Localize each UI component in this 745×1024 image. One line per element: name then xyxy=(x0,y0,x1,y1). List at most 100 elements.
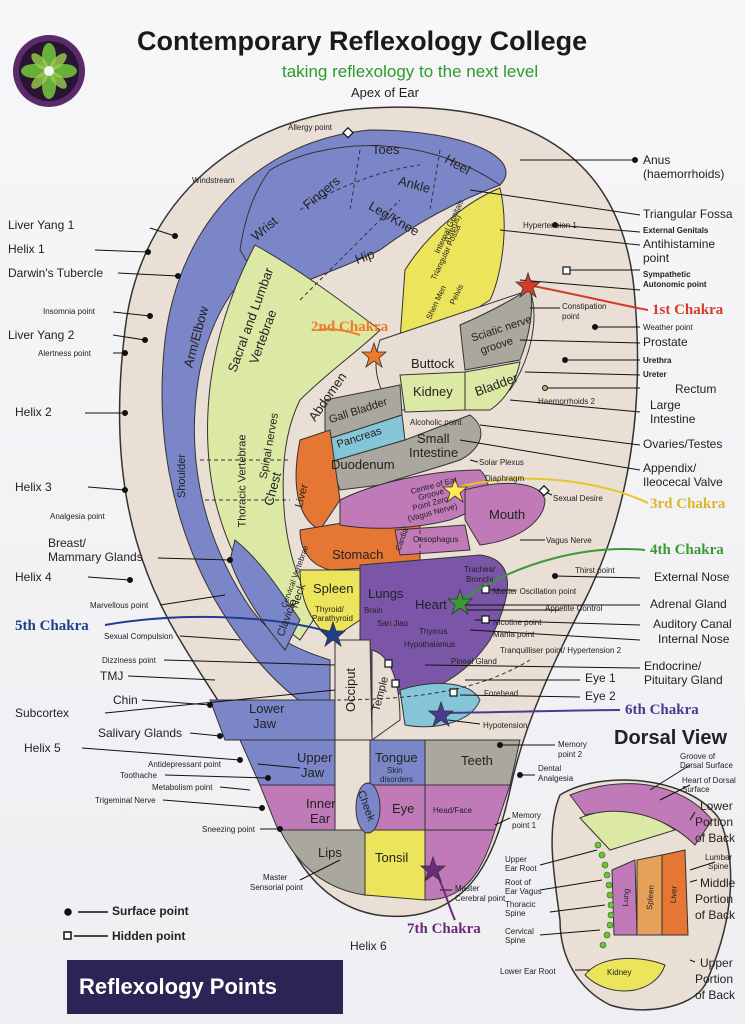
dorsal-label-lower: Lower xyxy=(700,799,733,813)
banner-title: Reflexology Points xyxy=(79,974,278,999)
label-ovaries-testes: Ovaries/Testes xyxy=(643,437,723,451)
label-dental-analgesia: Analgesia xyxy=(538,774,574,783)
label-external-nose: External Nose xyxy=(654,570,730,584)
label-memory-point-2: Memory xyxy=(558,740,587,749)
chakra-5-label: 5th Chakra xyxy=(15,618,89,634)
label-adrenal-gland: Adrenal Gland xyxy=(650,597,727,611)
label-trigeminal-nerve: Trigeminal Nerve xyxy=(95,796,156,805)
zone-label-parathyroid: Parathyroid xyxy=(312,614,353,623)
label-prostate: Prostate xyxy=(643,335,688,349)
page-subtitle: taking reflexology to the next level xyxy=(282,62,539,81)
college-logo xyxy=(13,35,85,107)
dorsal-label-lower-ear-root: Lower Ear Root xyxy=(500,967,556,976)
chakra-2-star xyxy=(360,341,388,369)
zone-label-lungs: Lungs xyxy=(368,586,404,601)
label-allergy-point: Allergy point xyxy=(288,123,333,132)
chakra-2-label: 2nd Chakra xyxy=(311,319,389,335)
label-constipation-point: point xyxy=(562,312,580,321)
label-dental: Dental xyxy=(538,764,562,773)
dorsal-label-middle-2: Portion xyxy=(695,892,734,906)
label-mania-point: Mania point xyxy=(493,630,535,639)
label-ureter: Ureter xyxy=(643,370,667,379)
zone-label-shoulder: Shoulder xyxy=(176,453,189,499)
dorsal-label-upper-ear-root: Upper xyxy=(505,855,527,864)
dorsal-label-middle-3: of Back xyxy=(695,908,736,922)
dorsal-label-thoracic-2: Spine xyxy=(505,909,526,918)
label-helix-1: Helix 1 xyxy=(8,242,45,256)
legend-hidden-point: Hidden point xyxy=(112,929,186,943)
label-solar-plexus: Solar Plexus xyxy=(479,458,524,467)
zone-label-upper-jaw: Jaw xyxy=(301,765,325,780)
dorsal-label-liver: Liver xyxy=(668,885,679,904)
label-eye-2: Eye 2 xyxy=(585,689,616,703)
label-hypotension: Hypotension xyxy=(483,721,528,730)
label-breast: Breast/ xyxy=(48,536,87,550)
label-mammary-glands: Mammary Glands xyxy=(48,550,143,564)
zone-label-lips: Lips xyxy=(318,845,342,860)
dorsal-view-title: Dorsal View xyxy=(614,727,728,749)
label-liver-yang-1: Liver Yang 1 xyxy=(8,218,75,232)
zone-liver xyxy=(295,429,341,531)
page-title: Contemporary Reflexology College xyxy=(137,26,588,56)
label-autonomic-point: Autonomic point xyxy=(643,280,707,289)
label-liver-yang-2: Liver Yang 2 xyxy=(8,328,75,342)
dorsal-label-upper-3: of Back xyxy=(695,988,736,1002)
zone-label-san-jiao: San Jiao xyxy=(377,619,409,628)
label-memory-point-1: Memory xyxy=(512,811,541,820)
label-memory-point-1b: point 1 xyxy=(512,821,537,830)
label-hypertension-1: Hypertension 1 xyxy=(523,221,577,230)
dorsal-label-lumbar-2: Spine xyxy=(708,862,729,871)
zone-label-skin: Skin xyxy=(387,766,403,775)
zone-lobe-right xyxy=(424,829,496,901)
zone-label-buttock: Buttock xyxy=(411,356,455,371)
zone-label-skin-disorders: disorders xyxy=(380,775,413,784)
label-auditory-canal: Auditory Canal xyxy=(653,617,732,631)
label-vagus-nerve: Vagus Nerve xyxy=(546,536,592,545)
label-sensorial-point: Sensorial point xyxy=(250,883,303,892)
label-metabolism-point: Metabolism point xyxy=(152,783,213,792)
label-helix-2: Helix 2 xyxy=(15,405,52,419)
zone-label-tonsil: Tonsil xyxy=(375,850,409,865)
label-appendix: Appendix/ xyxy=(643,461,697,475)
zone-label-inner: Inner xyxy=(306,796,336,811)
label-helix-4: Helix 4 xyxy=(15,570,52,584)
label-sympathetic: Sympathetic xyxy=(643,270,691,279)
zone-label-lower-jaw: Jaw xyxy=(253,716,277,731)
zone-label-spleen: Spleen xyxy=(313,581,354,596)
label-pituitary-gland: Pituitary Gland xyxy=(644,673,723,687)
zone-label-oesophagus: Oesophagus xyxy=(413,535,459,544)
label-master-oscillation: Master Oscillation point xyxy=(493,587,577,596)
label-head-face: Head/Face xyxy=(433,806,473,815)
chakra-6-star xyxy=(427,700,455,728)
label-master-cerebral: Master xyxy=(455,884,480,893)
zone-label-mouth: Mouth xyxy=(489,507,526,522)
label-tmj: TMJ xyxy=(100,669,124,683)
chakra-3-label: 3rd Chakra xyxy=(650,496,726,512)
label-pineal-gland: Pineal Gland xyxy=(451,657,497,666)
label-master-sensorial: Master xyxy=(263,873,288,882)
zone-label-occiput: Occiput xyxy=(343,667,359,713)
zone-label-tongue: Tongue xyxy=(375,750,418,765)
label-apex-of-ear: Apex of Ear xyxy=(351,85,419,100)
label-haemorrhoids-2: Haemorrhoids 2 xyxy=(538,397,595,406)
dorsal-label-kidney: Kidney xyxy=(607,968,632,977)
dorsal-label-upper-ear-root-2: Ear Root xyxy=(505,864,537,873)
dorsal-label-cervical-2: Spine xyxy=(505,936,526,945)
zone-label-thoracic: Thoracic Vertebrae xyxy=(236,434,249,528)
label-alertness-point: Alertness point xyxy=(38,349,91,358)
label-cerebral-point: Cerebral point xyxy=(455,894,506,903)
dorsal-label-groove: Groove of xyxy=(680,752,716,761)
label-sexual-desire: Sexual Desire xyxy=(553,494,603,503)
zone-label-upper: Upper xyxy=(297,750,333,765)
zone-tonsil xyxy=(364,829,426,901)
label-helix-6: Helix 6 xyxy=(350,939,387,953)
label-constipation: Constipation xyxy=(562,302,607,311)
dorsal-label-root-vagus-2: Ear Vagus xyxy=(505,887,542,896)
dorsal-label-heart-2: Surface xyxy=(682,785,710,794)
zone-label-brain: Brain xyxy=(364,606,383,615)
label-triangular-fossa: Triangular Fossa xyxy=(643,207,733,221)
dorsal-label-upper: Upper xyxy=(700,956,733,970)
label-subcortex: Subcortex xyxy=(15,706,70,720)
chakra-1-star xyxy=(514,271,542,299)
